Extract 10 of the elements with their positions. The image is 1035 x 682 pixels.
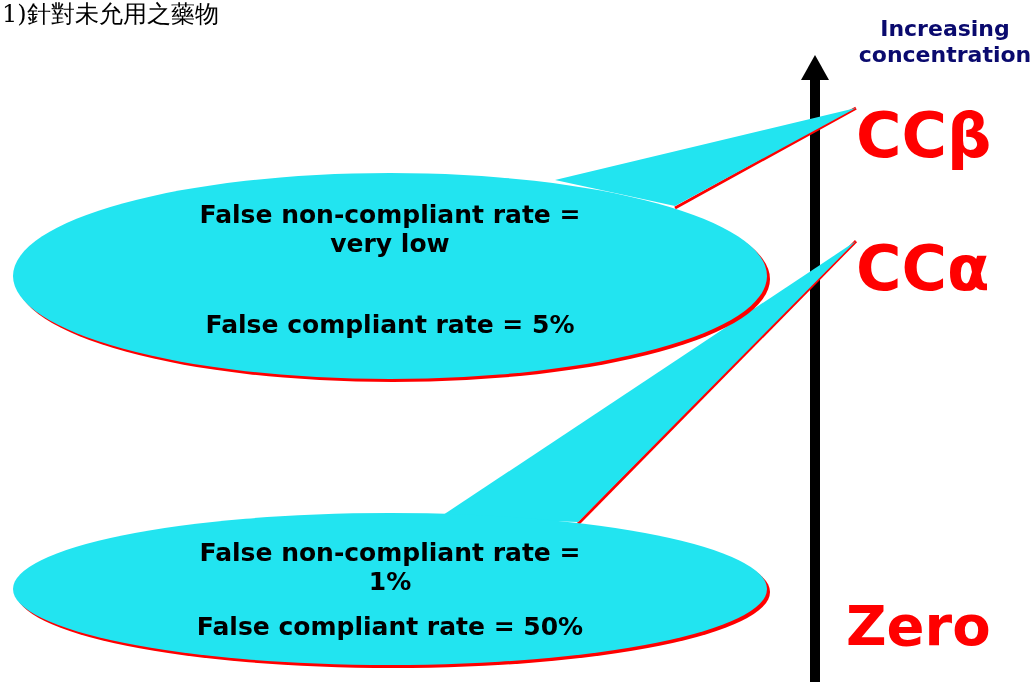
rate-text: False compliant rate = 50% bbox=[195, 612, 585, 641]
heading-text: 1)針對未允用之藥物 bbox=[2, 0, 219, 29]
rate-text: False non-compliant rate = very low bbox=[198, 200, 582, 258]
rate-text: False non-compliant rate = 1% bbox=[198, 538, 582, 596]
rate-text: False compliant rate = 5% bbox=[204, 310, 576, 339]
callout-tail bbox=[555, 106, 857, 210]
level-label: CCα bbox=[856, 238, 990, 300]
level-label: Zero bbox=[846, 598, 991, 654]
callout-bubble bbox=[10, 510, 770, 668]
axis-label: Increasing concentration bbox=[857, 16, 1033, 69]
